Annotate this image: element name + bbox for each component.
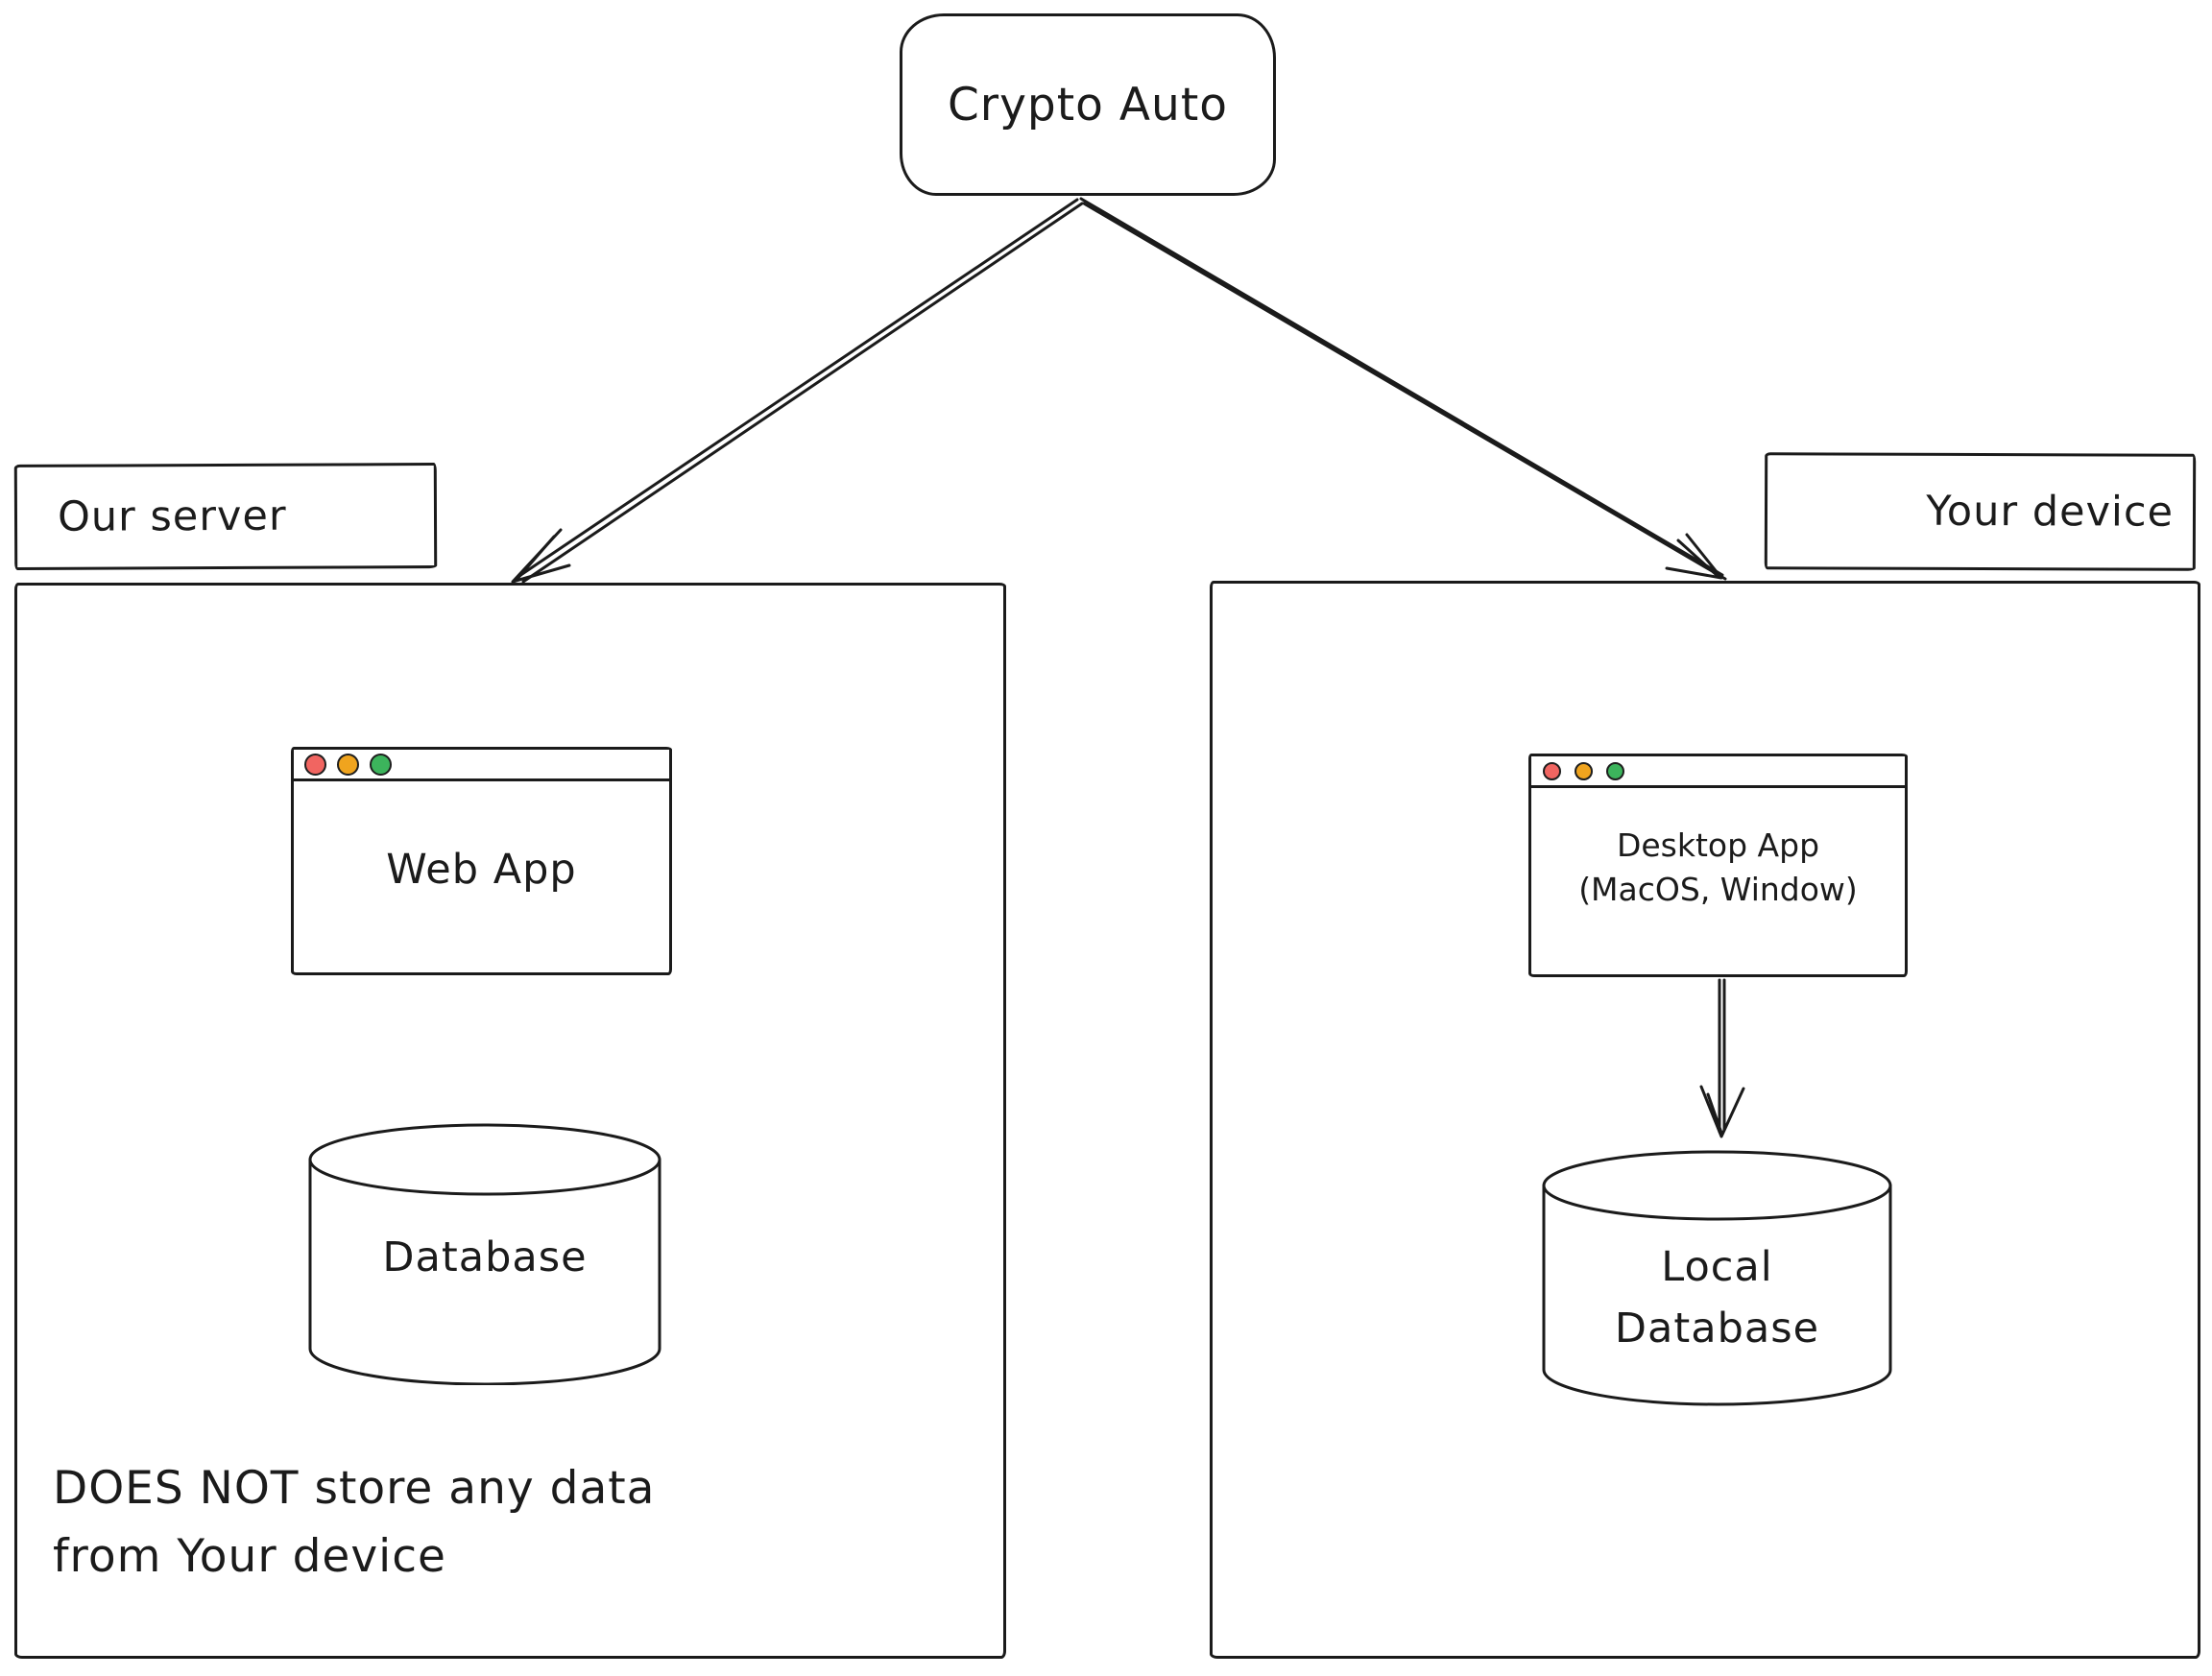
server-label: Our server — [13, 463, 438, 570]
database-cylinder-icon — [308, 1123, 661, 1385]
local-database-label-line2: Database — [1614, 1305, 1820, 1353]
local-database-label-line1: Local — [1661, 1242, 1773, 1291]
traffic-light-green-icon — [370, 753, 392, 776]
root-node-label: Crypto Auto — [947, 78, 1229, 132]
device-container — [1210, 581, 2200, 1659]
server-label-text: Our server — [57, 491, 287, 541]
root-node: Crypto Auto — [900, 13, 1276, 196]
webapp-window: Web App — [291, 747, 672, 975]
server-database-label: Database — [382, 1233, 588, 1281]
desktopapp-title-line1: Desktop App — [1616, 826, 1820, 865]
webapp-title: Web App — [386, 845, 577, 894]
device-label-text: Your device — [1926, 487, 2175, 537]
desktopapp-window: Desktop App (MacOS, Window) — [1528, 754, 1908, 977]
server-note-line1: DOES NOT store any data — [53, 1462, 656, 1515]
device-label: Your device — [1764, 452, 2197, 571]
traffic-light-red-icon — [304, 753, 326, 776]
desktopapp-window-body: Desktop App (MacOS, Window) — [1531, 788, 1905, 974]
arrow-root-to-device — [1079, 197, 1727, 581]
server-note-line2: from Your device — [53, 1529, 446, 1583]
desktopapp-window-titlebar — [1531, 756, 1905, 788]
traffic-light-red-icon — [1543, 761, 1561, 780]
traffic-light-yellow-icon — [1575, 761, 1593, 780]
webapp-window-titlebar — [294, 750, 669, 781]
server-note: DOES NOT store any data from Your device — [53, 1455, 974, 1591]
traffic-light-yellow-icon — [337, 753, 359, 776]
server-database-cylinder: Database — [307, 1121, 662, 1385]
traffic-light-green-icon — [1606, 761, 1624, 780]
server-container — [14, 583, 1006, 1659]
arrow-root-to-server — [511, 198, 1084, 584]
database-cylinder-icon — [1542, 1150, 1892, 1406]
local-database-cylinder: Local Database — [1541, 1149, 1893, 1406]
webapp-window-body: Web App — [294, 781, 669, 972]
desktopapp-title-line2: (MacOS, Window) — [1578, 871, 1858, 908]
